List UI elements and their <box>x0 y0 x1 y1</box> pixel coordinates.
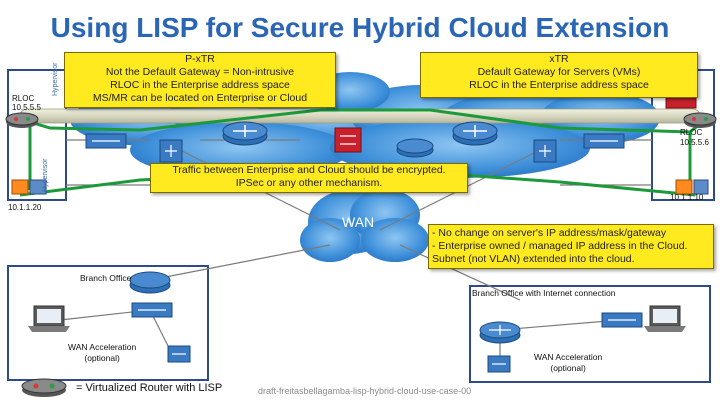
page-title: Using LISP for Secure Hybrid Cloud Exten… <box>50 12 670 43</box>
laptop-icon <box>644 305 686 332</box>
rloc-left-ip: 10.5.5.5 <box>12 103 41 112</box>
branch-office-label: Branch Office <box>80 273 132 283</box>
pxtr-callout-line: RLOC in the Enterprise address space <box>110 79 290 91</box>
xtr-callout-line: RLOC in the Enterprise address space <box>469 79 649 91</box>
router-icon <box>452 121 498 146</box>
switch-icon <box>159 139 183 163</box>
switch-icon <box>131 302 173 318</box>
wan-accel-right-note: (optional) <box>550 363 586 373</box>
router-icon <box>479 321 521 344</box>
rloc-right-label: RLOC 10.5.5.6 <box>680 128 709 148</box>
firewall-icon <box>665 97 697 109</box>
wan-accel-right-label: WAN Acceleration (optional) <box>534 352 602 374</box>
encryption-callout-line: Traffic between Enterprise and Cloud sho… <box>172 164 446 176</box>
cloud-subnet-line: - No change on server's IP address/mask/… <box>432 227 667 239</box>
switch-icon <box>601 312 643 328</box>
xtr-callout: xTR Default Gateway for Servers (VMs) RL… <box>420 52 698 98</box>
ip-right-label: 10.1.1.10 <box>670 193 704 202</box>
branch-internet-label: Branch Office with Internet connection <box>472 288 616 298</box>
legend-router-icon <box>21 378 67 397</box>
pxtr-callout: P-xTR Not the Default Gateway = Non-intr… <box>64 52 336 108</box>
pxtr-callout-line: P-xTR <box>185 53 215 65</box>
switch-icon <box>583 133 625 149</box>
server-vm-icon <box>675 179 709 195</box>
wan-accel-left-label: WAN Acceleration (optional) <box>68 342 136 364</box>
virtual-lisp-router-icon <box>683 112 717 128</box>
encryption-callout-line: IPSec or any other mechanism. <box>235 177 383 189</box>
router-icon <box>396 138 434 158</box>
virtual-lisp-router-icon <box>5 112 39 128</box>
laptop-icon <box>28 305 70 332</box>
rloc-right-title: RLOC <box>680 128 703 137</box>
server-vm-icon <box>11 179 47 195</box>
legend-label: = Virtualized Router with LISP <box>76 382 223 394</box>
pxtr-callout-line: MS/MR can be located on Enterprise or Cl… <box>92 92 308 104</box>
xtr-callout-line: Default Gateway for Servers (VMs) <box>477 66 641 78</box>
rloc-left-label: RLOC 10.5.5.5 <box>12 94 41 112</box>
rloc-left-title: RLOC <box>12 94 35 103</box>
wan-accel-left-title: WAN Acceleration <box>68 342 137 352</box>
switch-icon <box>533 139 557 163</box>
router-icon <box>129 271 171 294</box>
router-icon <box>222 121 268 146</box>
encryption-callout: Traffic between Enterprise and Cloud sho… <box>150 163 468 193</box>
cloud-subnet-line: - Enterprise owned / managed IP address … <box>432 240 688 252</box>
wan-accelerator-icon <box>167 345 191 363</box>
hypervisor-label: Hypervisor <box>42 158 49 192</box>
wan-accelerator-icon <box>487 355 511 373</box>
ip-left-label: 10.1.1.20 <box>8 203 42 212</box>
wan-label: WAN <box>342 214 375 230</box>
cloud-subnet-line: Subnet (not VLAN) extended into the clou… <box>432 253 635 265</box>
wan-accel-left-note: (optional) <box>84 353 120 363</box>
switch-icon <box>85 133 127 149</box>
rloc-right-ip: 10.5.5.6 <box>680 138 709 147</box>
wan-accel-right-title: WAN Acceleration <box>534 352 603 362</box>
cloud-subnet-callout: - No change on server's IP address/mask/… <box>428 224 714 269</box>
pxtr-callout-line: Not the Default Gateway = Non-intrusive <box>105 66 295 78</box>
firewall-icon <box>334 127 362 153</box>
draft-footer: draft-freitasbellagamba-lisp-hybrid-clou… <box>258 386 472 396</box>
enterprise-dc-box <box>7 69 67 201</box>
xtr-callout-line: xTR <box>549 53 569 65</box>
hypervisor-label: Hypervisor <box>52 62 59 96</box>
